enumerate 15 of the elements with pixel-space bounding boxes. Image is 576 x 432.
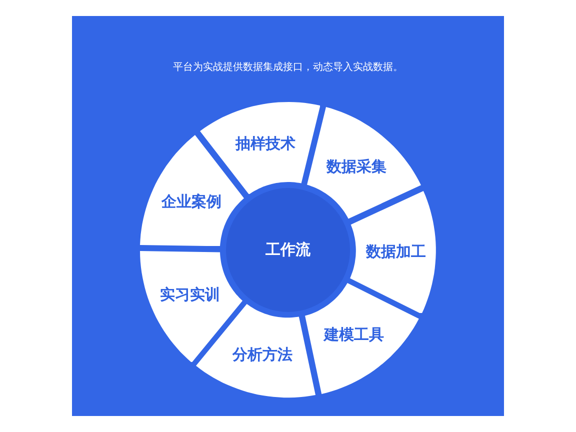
segment-label: 建模工具	[324, 326, 384, 345]
wheel-segment	[196, 304, 316, 398]
wheel-segment	[307, 106, 421, 219]
center-label: 工作流	[266, 240, 310, 260]
wheel-segment	[200, 102, 320, 194]
center-circle	[226, 188, 350, 312]
segment-label: 抽样技术	[236, 134, 296, 154]
title-text: 平台为实战提供数据集成接口，动态导入实战数据。	[172, 60, 404, 74]
wheel-segment	[350, 190, 436, 314]
segment-label: 实习实训	[160, 286, 220, 305]
segment-label: 数据采集	[326, 157, 387, 176]
segment-label: 企业案例	[161, 192, 222, 212]
segment-label: 数据加工	[366, 242, 426, 262]
segment-label: 分析方法	[232, 345, 292, 364]
wheel-segment	[305, 283, 419, 394]
